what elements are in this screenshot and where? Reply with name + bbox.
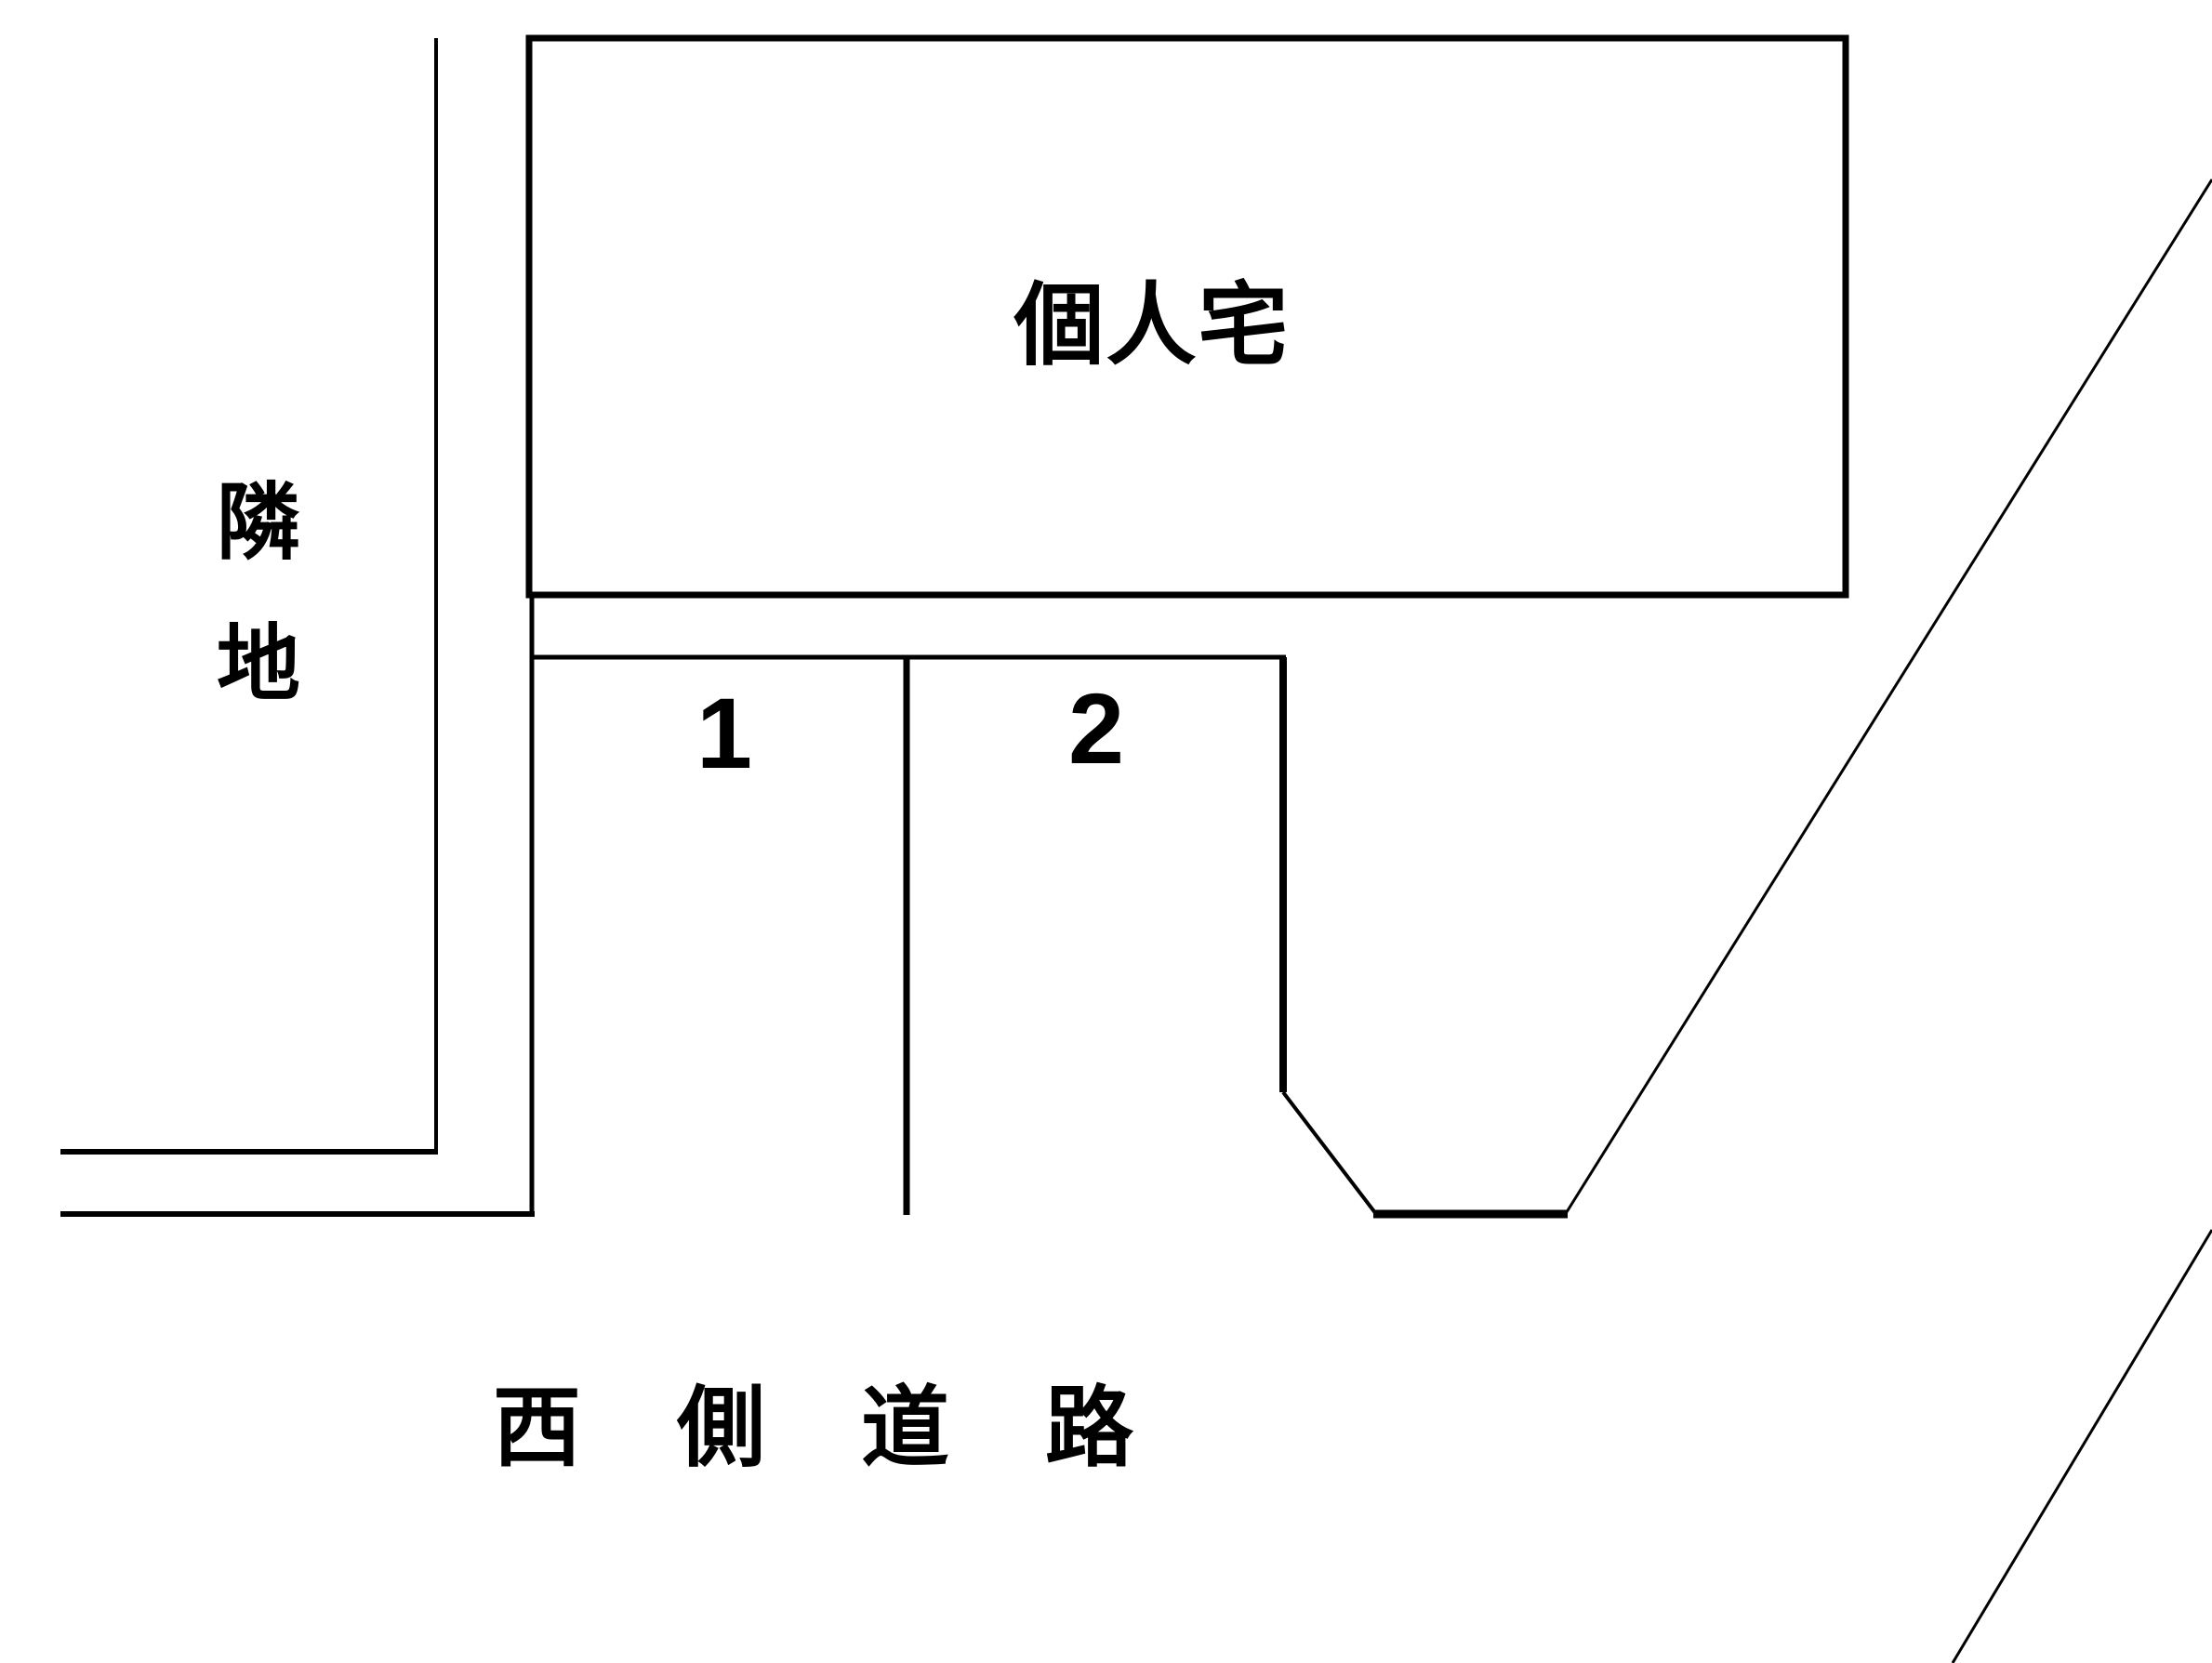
parking-space-1-label: 1 xyxy=(695,677,753,789)
southeast-boundary-diagonal-line xyxy=(1951,1229,2212,1663)
northeast-boundary-diagonal-line xyxy=(1563,178,2212,1216)
house-outline xyxy=(525,34,1849,599)
adjacent-land-label: 隣地 xyxy=(204,478,297,760)
road-label: 西側道路 xyxy=(493,1379,1230,1478)
house-label: 個人宅 xyxy=(1013,274,1291,376)
right-boundary-chamfer-line xyxy=(1281,1090,1378,1216)
parking-space-2-label: 2 xyxy=(1067,672,1125,785)
